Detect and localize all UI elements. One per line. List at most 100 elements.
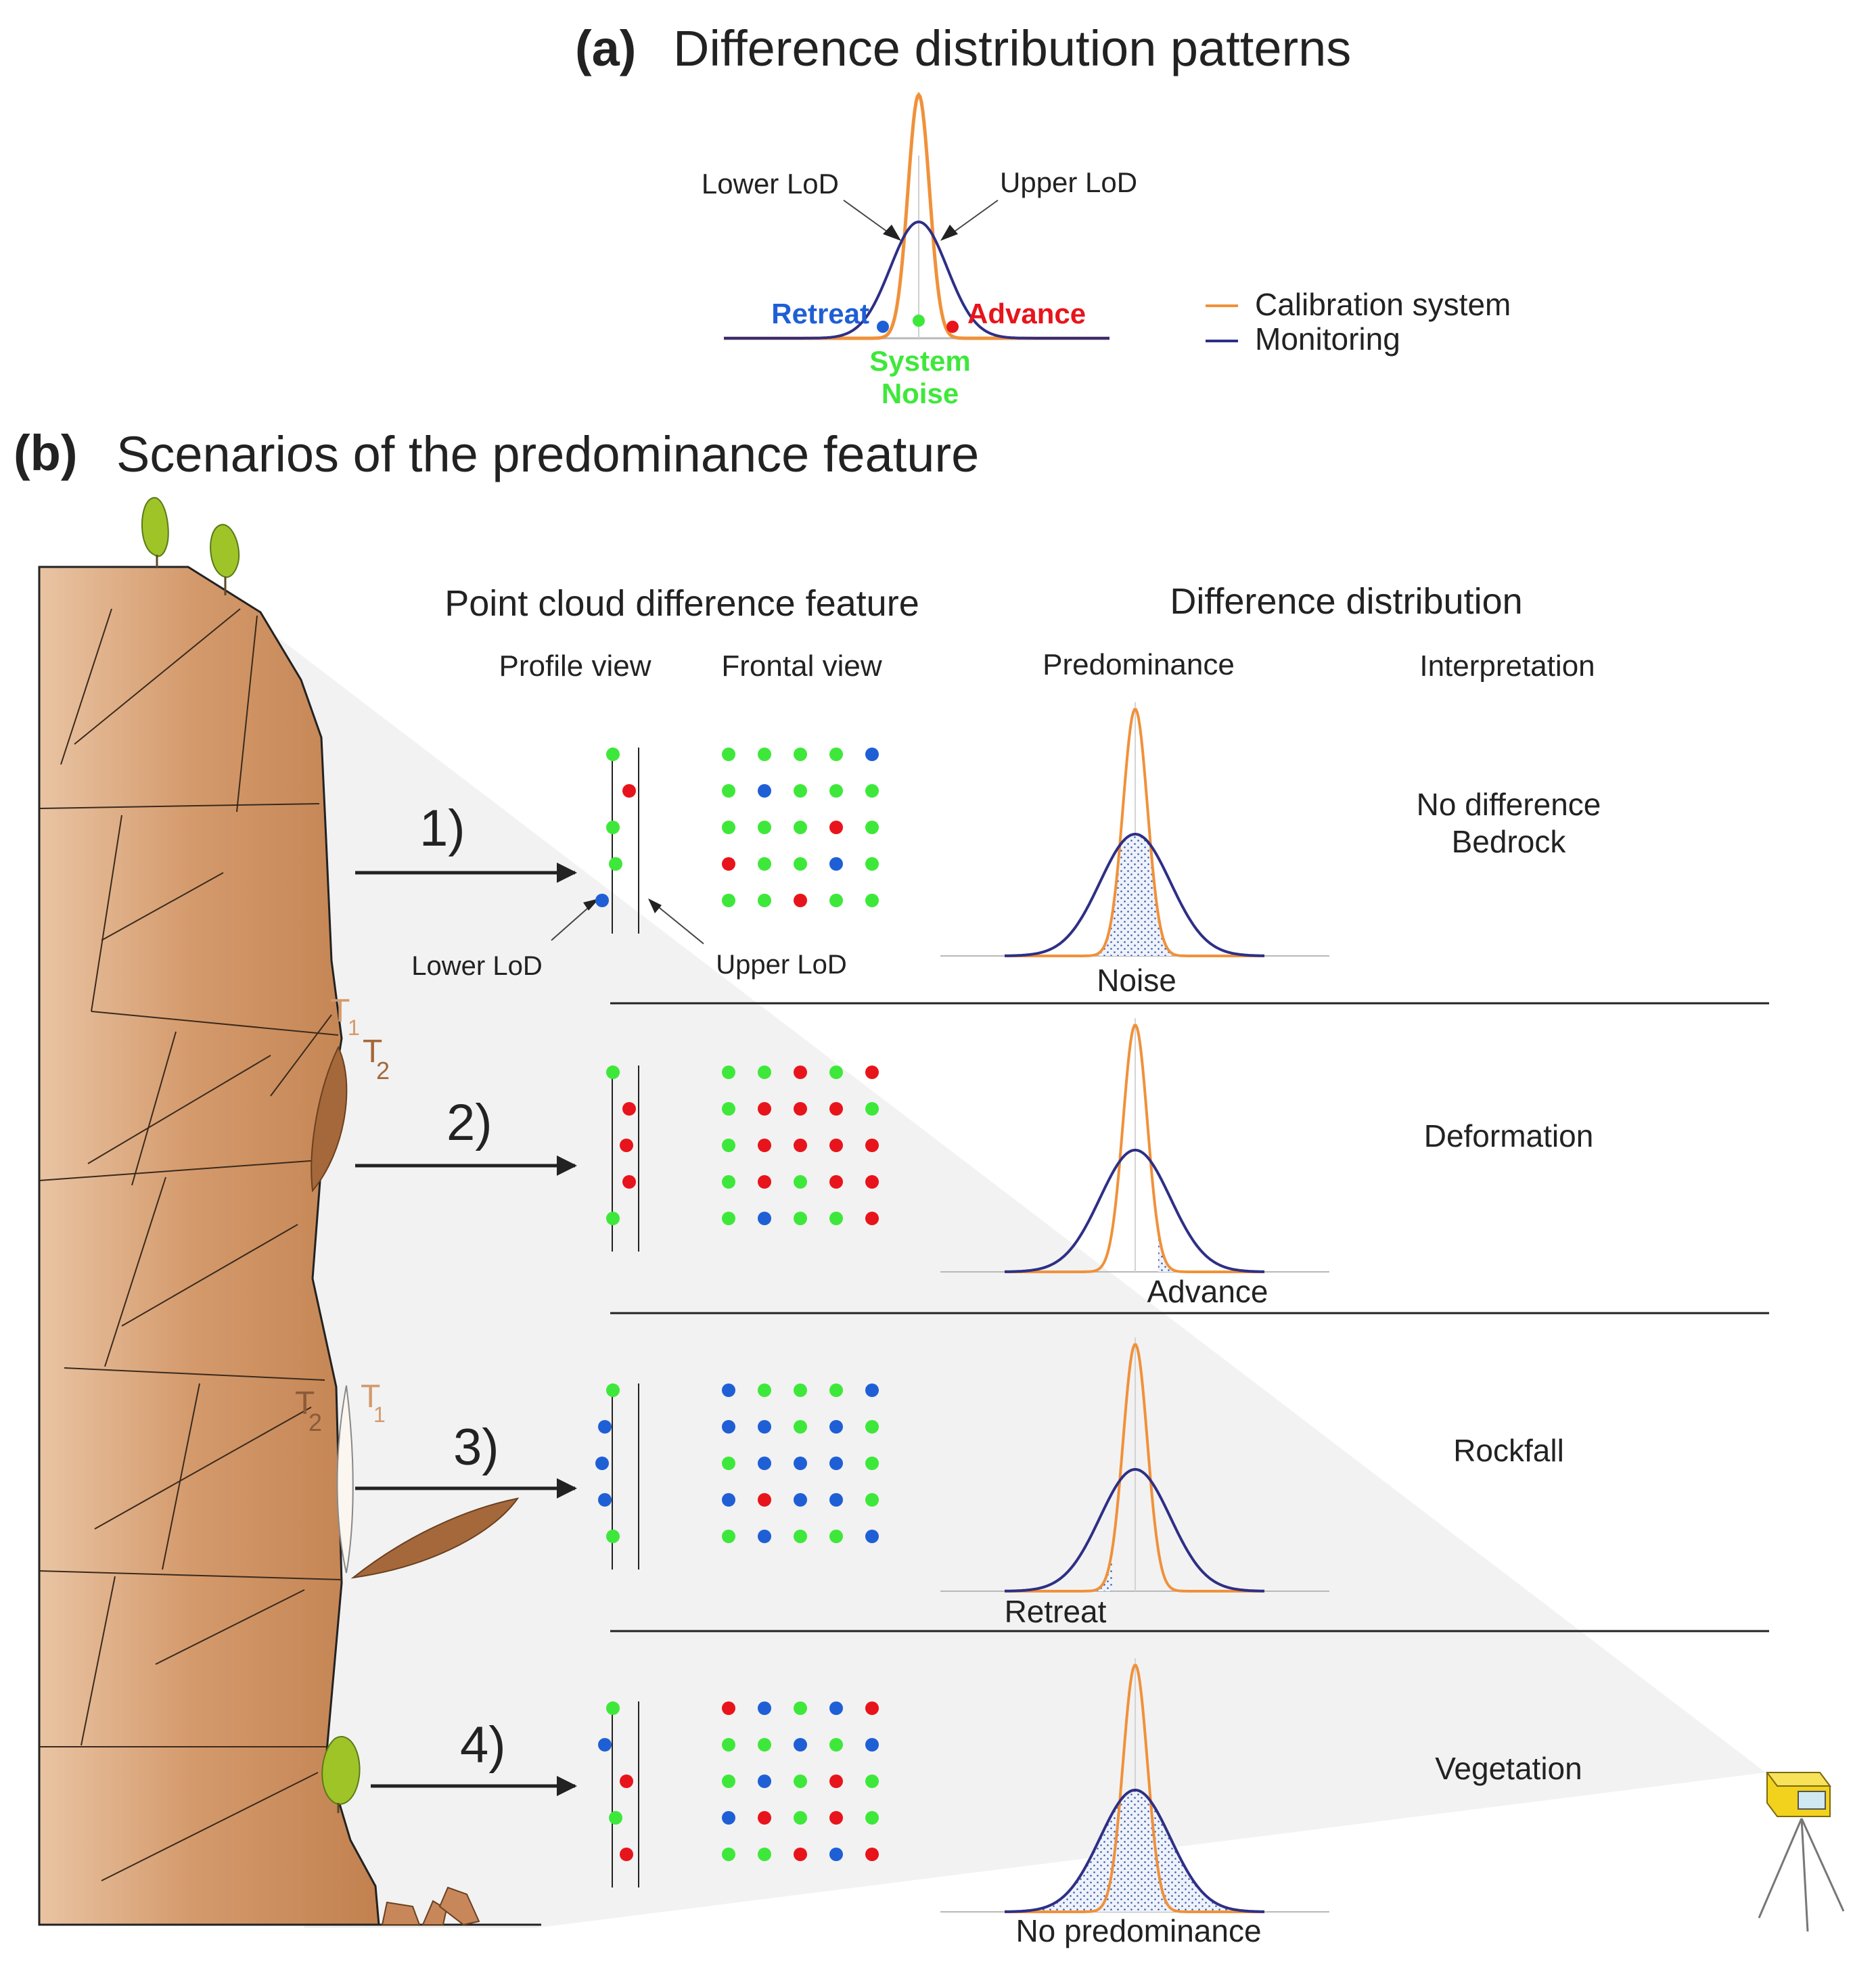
interpretation-label: Vegetation (1435, 1751, 1582, 1786)
predominance-area (1001, 1790, 1269, 1912)
profile-point-advance (622, 784, 636, 798)
frontal-point-retreat (865, 1530, 879, 1543)
interpretation-label: No difference (1417, 787, 1601, 822)
frontal-point-noise (865, 821, 879, 834)
lower-lod-label: Lower LoD (702, 168, 839, 200)
frontal-point-noise (758, 748, 771, 761)
frontal-point-noise (865, 784, 879, 798)
frontal-point-noise (865, 894, 879, 907)
profile-point-advance (620, 1848, 633, 1861)
frontal-point-retreat (865, 1738, 879, 1752)
system-label: System (869, 345, 970, 377)
legend: Calibration system Monitoring (1206, 287, 1511, 357)
frontal-point-noise (722, 1175, 735, 1189)
distribution-chart (940, 1658, 1329, 1913)
profile-point-advance (622, 1175, 636, 1189)
profile-point-advance (622, 1102, 636, 1116)
profile-point-advance (620, 1139, 633, 1152)
frontal-point-noise (829, 1212, 843, 1225)
distribution-chart (940, 702, 1329, 957)
frontal-point-noise (758, 894, 771, 907)
frontal-point-retreat (865, 748, 879, 761)
distribution-chart (940, 1337, 1329, 1593)
t1-upper-sub: 1 (348, 1015, 360, 1040)
frontal-point-retreat (829, 1457, 843, 1470)
frontal-point-noise (722, 821, 735, 834)
predominance-label: No predominance (1015, 1913, 1261, 1948)
frontal-point-noise (722, 1139, 735, 1152)
frontal-point-advance (794, 894, 807, 907)
frontal-point-advance (758, 1139, 771, 1152)
frontal-point-noise (722, 894, 735, 907)
frontal-point-retreat (794, 1457, 807, 1470)
header-point-cloud-feature: Point cloud difference feature (444, 583, 919, 624)
predominance-area (1042, 1549, 1112, 1591)
frontal-point-retreat (758, 1701, 771, 1715)
cliff-face (38, 566, 380, 1926)
col-profile-view: Profile view (499, 649, 651, 683)
retreat-dot (877, 321, 889, 333)
frontal-point-noise (722, 1775, 735, 1788)
profile-view (595, 748, 639, 934)
frontal-point-noise (794, 1811, 807, 1825)
frontal-point-noise (722, 748, 735, 761)
frontal-point-noise (794, 857, 807, 871)
t1-lower: T (361, 1379, 380, 1415)
retreat-label: Retreat (771, 298, 869, 329)
t2-upper-sub: 2 (376, 1057, 390, 1084)
profile-point-noise (609, 1811, 622, 1825)
frontal-point-retreat (758, 784, 771, 798)
frontal-point-advance (794, 1066, 807, 1079)
frontal-point-retreat (865, 1383, 879, 1397)
frontal-point-retreat (758, 1420, 771, 1434)
profile-point-noise (606, 1383, 620, 1397)
frontal-point-retreat (722, 1493, 735, 1507)
col-predominance: Predominance (1043, 648, 1235, 681)
scan-field (267, 629, 1766, 1928)
frontal-point-noise (865, 1811, 879, 1825)
frontal-point-noise (865, 1493, 879, 1507)
frontal-point-retreat (758, 1457, 771, 1470)
upper-lod-arrowhead (940, 225, 958, 241)
frontal-point-noise (722, 1102, 735, 1116)
frontal-point-noise (829, 1383, 843, 1397)
frontal-point-noise (794, 1175, 807, 1189)
frontal-point-noise (829, 748, 843, 761)
predominance-area (1158, 1230, 1228, 1272)
frontal-point-noise (865, 1420, 879, 1434)
profile-lower-lod-label: Lower LoD (411, 951, 542, 981)
profile-view (606, 1066, 639, 1252)
t1-lower-sub: 1 (373, 1402, 386, 1427)
frontal-point-retreat (829, 1701, 843, 1715)
frontal-point-noise (794, 1212, 807, 1225)
cliff-shrub (321, 1736, 361, 1813)
frontal-point-noise (722, 784, 735, 798)
frontal-point-noise (794, 1701, 807, 1715)
frontal-point-advance (758, 1493, 771, 1507)
frontal-point-advance (829, 821, 843, 834)
frontal-point-noise (758, 1383, 771, 1397)
frontal-point-noise (829, 1738, 843, 1752)
profile-point-advance (620, 1775, 633, 1788)
frontal-point-advance (829, 1102, 843, 1116)
frontal-point-noise (829, 1066, 843, 1079)
profile-point-retreat (598, 1738, 612, 1752)
panel-a-title: Difference distribution patterns (673, 20, 1351, 76)
interpretation-label: Deformation (1424, 1118, 1594, 1153)
frontal-point-retreat (829, 1493, 843, 1507)
frontal-point-advance (794, 1848, 807, 1861)
frontal-point-noise (865, 1102, 879, 1116)
profile-point-noise (606, 1530, 620, 1543)
calibration-curve (1005, 708, 1264, 957)
frontal-point-noise (758, 857, 771, 871)
frontal-point-noise (794, 1530, 807, 1543)
frontal-point-retreat (722, 1383, 735, 1397)
calibration-curve (1005, 1664, 1264, 1913)
profile-view (595, 1383, 639, 1570)
profile-upper-lod-pointer (656, 905, 704, 944)
